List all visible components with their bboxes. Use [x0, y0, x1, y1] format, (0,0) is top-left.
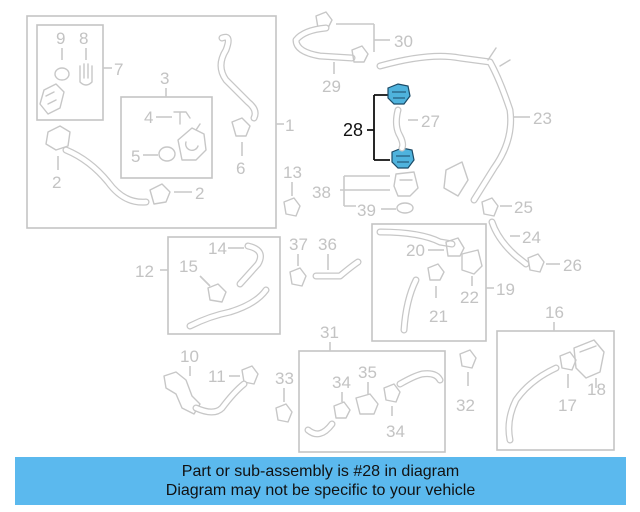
- clamp-37: [289, 267, 307, 287]
- fitting-22: [461, 249, 483, 275]
- o-ring-9: [54, 67, 70, 81]
- callout-32[interactable]: 32: [456, 396, 475, 415]
- clamp-30-b: [351, 45, 369, 63]
- group-13: 13: [283, 163, 302, 217]
- clamp-34-b: [383, 383, 401, 403]
- callout-38[interactable]: 38: [312, 183, 331, 202]
- callout-4[interactable]: 4: [144, 108, 153, 127]
- group-19: 19 20 22 21: [371, 223, 515, 342]
- callout-30[interactable]: 30: [394, 32, 413, 51]
- callout-31[interactable]: 31: [320, 323, 339, 342]
- gasket-5: [158, 146, 176, 162]
- callout-17[interactable]: 17: [558, 396, 577, 415]
- info-banner: Part or sub-assembly is #28 in diagram D…: [15, 457, 626, 505]
- clamp-20: [445, 237, 465, 257]
- group-28: 28 27 38 39: [312, 83, 440, 220]
- clamp-21: [427, 263, 445, 281]
- fitting-35: [355, 393, 379, 415]
- callout-28-leader: [367, 94, 390, 161]
- pipe-23-flange: [443, 161, 469, 197]
- callout-8[interactable]: 8: [79, 29, 88, 48]
- group-36-37: 37 36: [289, 235, 362, 287]
- callout-22[interactable]: 22: [460, 288, 479, 307]
- callout-36[interactable]: 36: [318, 235, 337, 254]
- group-24-26: 25 24 26: [481, 197, 582, 275]
- callout-2-left[interactable]: 2: [52, 173, 61, 192]
- callout-11[interactable]: 11: [208, 367, 226, 386]
- banner-line-1: Part or sub-assembly is #28 in diagram: [181, 463, 460, 480]
- fitting-7: [39, 83, 65, 115]
- group-10-11: 10 11: [163, 347, 259, 416]
- hose-clamp-28-upper[interactable]: [387, 83, 411, 105]
- callout-29[interactable]: 29: [322, 77, 341, 96]
- clamp-11: [241, 365, 259, 385]
- callout-7[interactable]: 7: [114, 60, 123, 79]
- o-ring-39: [396, 202, 414, 214]
- callout-2-right[interactable]: 2: [195, 184, 204, 203]
- callout-18[interactable]: 18: [587, 380, 606, 399]
- clip-8: [79, 63, 93, 86]
- fitting-38: [393, 171, 419, 197]
- clamp-2-lower: [149, 183, 171, 205]
- group-12: 12 14 15: [135, 236, 281, 335]
- callout-26[interactable]: 26: [563, 256, 582, 275]
- group-31: 31 34 35 34: [298, 323, 446, 453]
- clamp-33: [275, 403, 293, 423]
- callout-5[interactable]: 5: [131, 147, 140, 166]
- clamp-26: [527, 253, 545, 273]
- callout-34-upper[interactable]: 34: [332, 373, 351, 392]
- clamp-2-upper: [45, 125, 71, 151]
- fitting-18: [573, 339, 605, 379]
- callout-10[interactable]: 10: [180, 347, 199, 366]
- callout-6[interactable]: 6: [236, 159, 245, 178]
- callout-14[interactable]: 14: [208, 239, 227, 258]
- group-1: 1 7 9 8 3 4 5 6 2 2: [26, 15, 294, 229]
- group-33: 33: [275, 369, 294, 423]
- callout-23[interactable]: 23: [533, 109, 552, 128]
- group-32: 32: [456, 349, 477, 415]
- callout-20[interactable]: 20: [406, 241, 425, 260]
- group-upper-right: 30 29 23: [292, 11, 552, 204]
- callout-39[interactable]: 39: [357, 201, 376, 220]
- parts-diagram: 1 7 9 8 3 4 5 6 2 2: [26, 11, 615, 453]
- clamp-25: [481, 197, 499, 217]
- callout-21[interactable]: 21: [429, 307, 448, 326]
- callout-27[interactable]: 27: [421, 112, 440, 131]
- callout-13[interactable]: 13: [283, 163, 302, 182]
- pipe-23-bracket: [487, 47, 511, 67]
- callout-33[interactable]: 33: [275, 369, 294, 388]
- callout-1[interactable]: 1: [285, 116, 294, 135]
- callout-24[interactable]: 24: [522, 228, 541, 247]
- clamp-34-a: [333, 401, 351, 419]
- clamp-15: [207, 283, 227, 303]
- callout-37[interactable]: 37: [289, 235, 308, 254]
- group-16: 16 18 17: [496, 303, 615, 451]
- callout-12[interactable]: 12: [135, 262, 154, 281]
- clamp-13: [283, 197, 301, 217]
- callout-15[interactable]: 15: [179, 257, 198, 276]
- callout-34-lower[interactable]: 34: [386, 422, 405, 441]
- banner-line-2: Diagram may not be specific to your vehi…: [165, 482, 476, 499]
- callout-28[interactable]: 28: [343, 120, 363, 140]
- callout-9[interactable]: 9: [56, 29, 65, 48]
- clamp-6: [231, 117, 251, 137]
- callout-19[interactable]: 19: [496, 280, 515, 299]
- bolt-4: [173, 111, 191, 125]
- clamp-32: [459, 349, 477, 369]
- callout-3[interactable]: 3: [160, 69, 169, 88]
- callout-16[interactable]: 16: [545, 303, 564, 322]
- clamp-17: [559, 351, 577, 371]
- callout-35[interactable]: 35: [358, 363, 377, 382]
- callout-25[interactable]: 25: [514, 198, 533, 217]
- thermostat-housing-3: [177, 123, 207, 161]
